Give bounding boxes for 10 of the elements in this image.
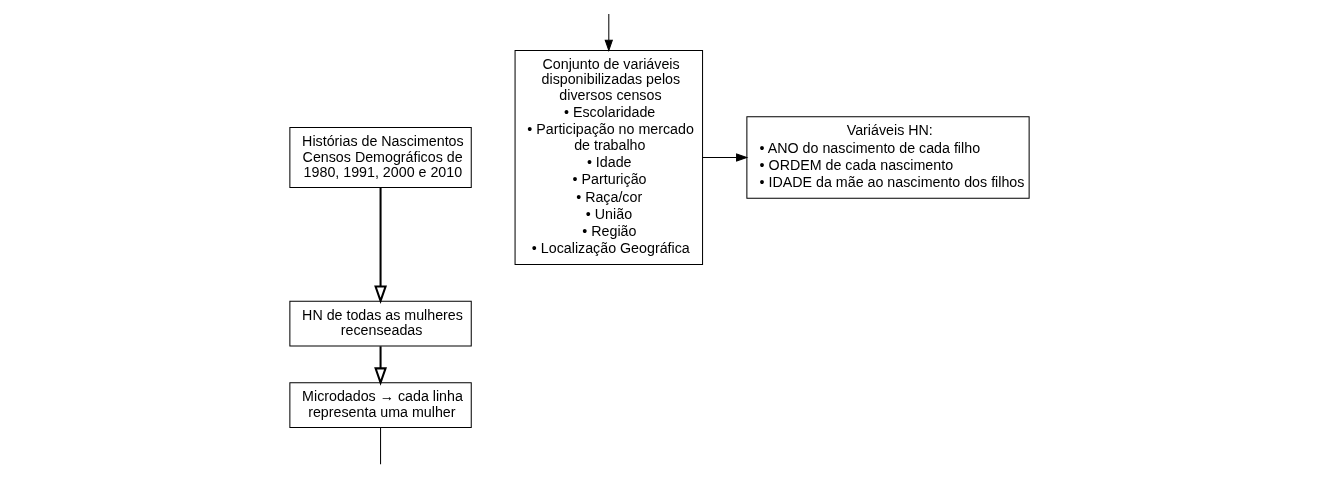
node-box: HN de todas as mulheres recenseadas xyxy=(289,300,472,346)
node-box: Histórias de Nascimentos Censos Demográficos de 1980, 1991, 2000 e 2010 xyxy=(289,126,472,188)
arrow xyxy=(374,187,387,304)
connector xyxy=(380,426,382,465)
arrow xyxy=(604,12,614,52)
arrow xyxy=(374,345,387,386)
node-box: Variáveis HN: • ANO do nascimento de cada filho • ORDEM de cada nascimento • IDADE da mãe ao nascimento dos filhos xyxy=(746,115,1030,199)
arrow xyxy=(702,152,749,162)
node-box: Conjunto de variáveis disponibilizadas pelos diversos censos • Escolaridade • Participação no mercado de trabalho • Idade • Parturição • Raça/cor • União • Região • Localização Geográfica xyxy=(514,49,704,265)
node-box: Microdados → cada linha representa uma mulher xyxy=(289,381,472,428)
